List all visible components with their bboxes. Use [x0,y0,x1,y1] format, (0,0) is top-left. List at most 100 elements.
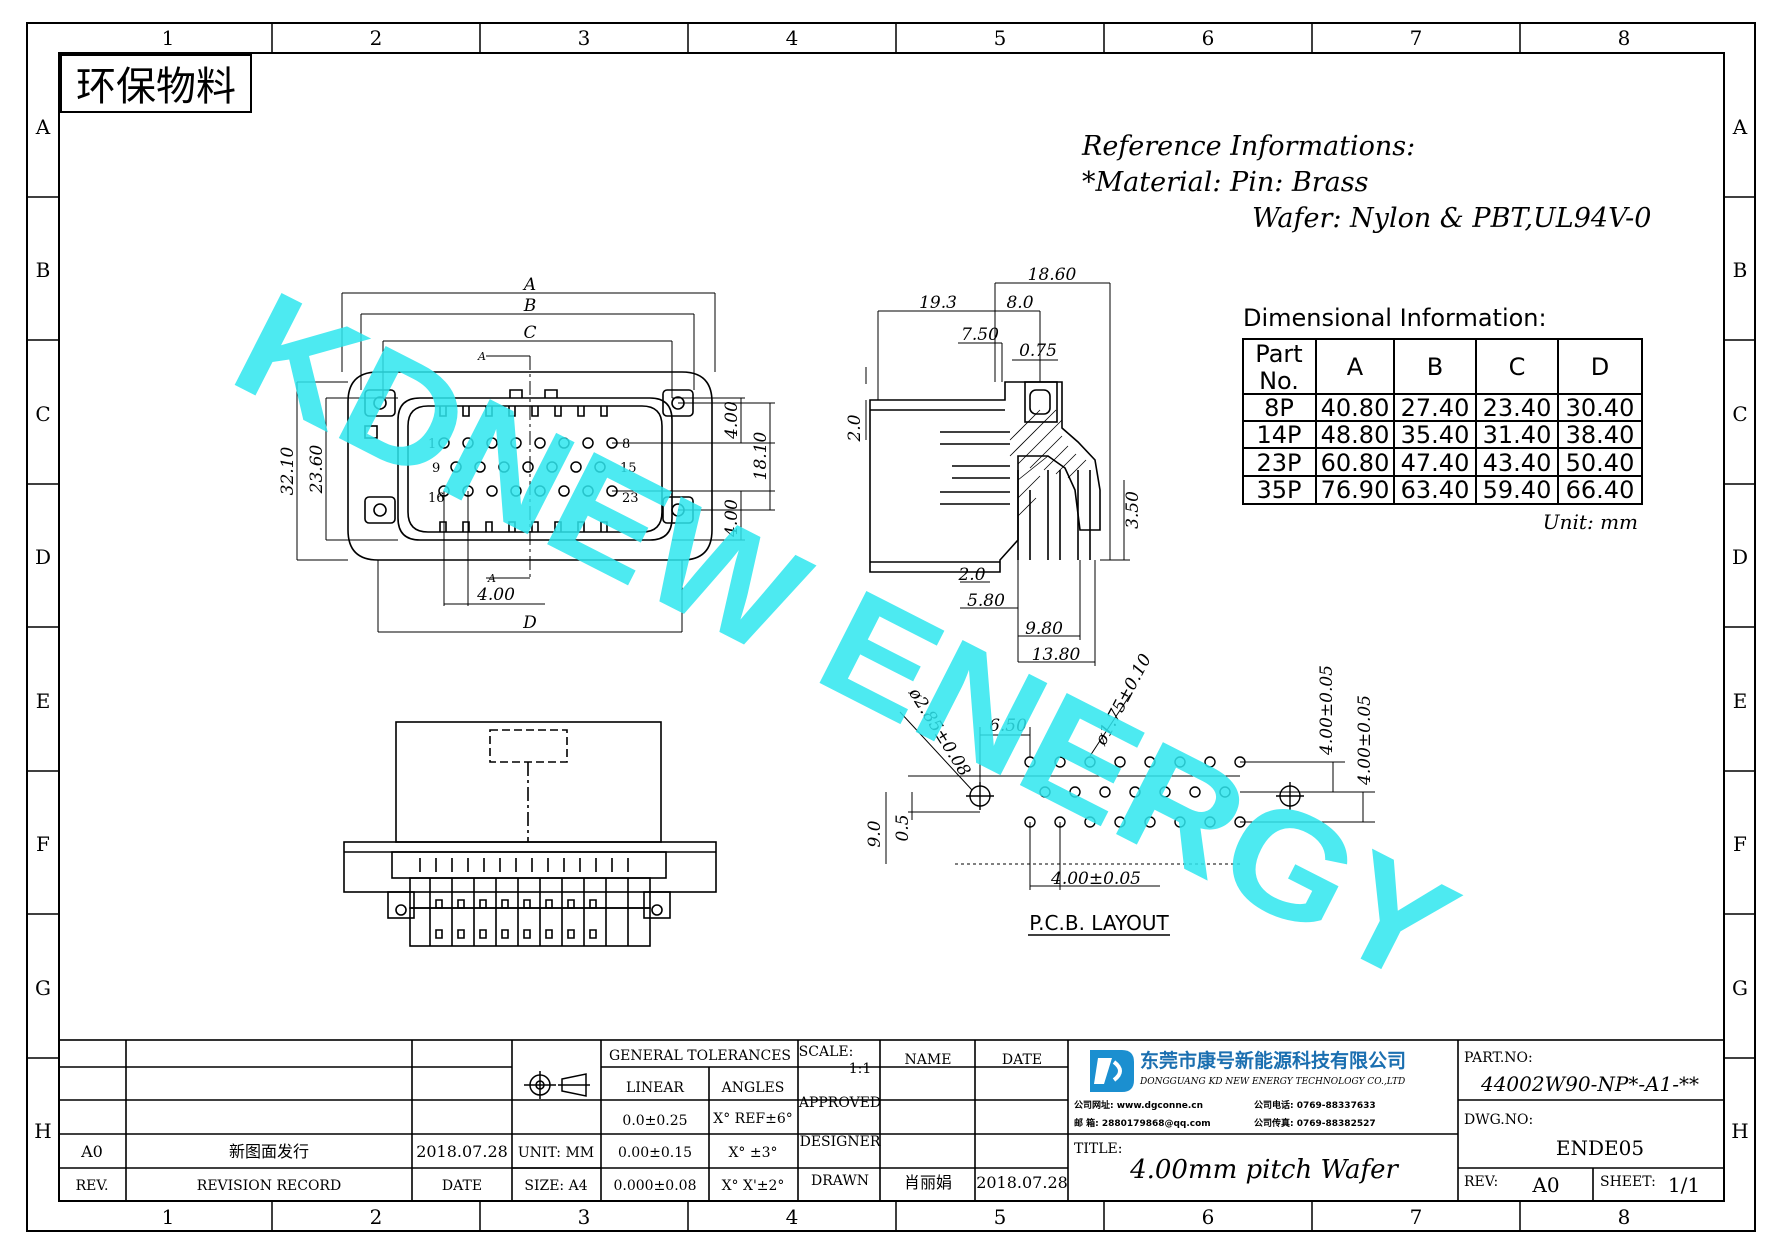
revision-record-label: REVISION RECORD [197,1178,341,1194]
linear-label: LINEAR [626,1080,684,1096]
company-name-en: DONGGUANG KD NEW ENERGY TECHNOLOGY CO.,L… [1139,1077,1405,1087]
pcb-d650: 6.50 [989,716,1027,736]
company-mail: 邮 箱: 2880179868@qq.com [1074,1117,1211,1129]
dim-cell: 30.40 [1566,394,1635,422]
rev-code: A0 [80,1142,103,1161]
dim-cell: 23.40 [1483,394,1552,422]
dwg-no-label: DWG.NO: [1464,1112,1533,1128]
rev-block-value: A0 [1531,1173,1559,1197]
pcb-layout [885,694,1375,936]
col-label: 6 [1202,1205,1215,1229]
drawn-label: DRAWN [811,1173,869,1189]
rev-desc: 新图面发行 [229,1142,309,1161]
rev-block-label: REV: [1464,1174,1498,1190]
env-label: 环保物料 [76,64,236,110]
dim-cell: 8P [1264,394,1294,422]
dimension-table: Dimensional Information: Part No. A B C … [1242,304,1643,534]
name-label: NAME [905,1052,952,1068]
section-label: A [487,572,496,585]
pcb-h1: 4.00±0.05 [1050,869,1141,889]
row-label: H [34,1119,51,1143]
row-label: E [1733,689,1748,713]
col-label: 8 [1618,1205,1631,1229]
col-label: 5 [994,1205,1007,1229]
front-view-dim-text: A B C D 4.00 A A 32.10 23.60 4.00 18.10 … [278,275,771,633]
reference-info: Reference Informations: *Material: Pin: … [1081,131,1651,234]
row-label: F [1733,832,1747,856]
company-site: 公司网址: www.dgconne.cn [1074,1099,1203,1111]
pin-label: 23 [622,491,639,506]
dim-d-label: D [522,613,537,633]
dim-3-50: 3.50 [1123,491,1143,529]
pcb-v1: 4.00±0.05 [1317,665,1337,756]
side-view [869,381,1101,573]
col-label: 4 [786,1205,799,1229]
drawn-name: 肖丽娟 [904,1173,952,1192]
col-label: 7 [1410,26,1423,50]
rev-date: 2018.07.28 [416,1142,508,1161]
dim-cell: 23P [1256,449,1301,477]
company-fax: 公司传真: 0769-88382527 [1254,1117,1376,1129]
tol-linear-2: 0.00±0.15 [618,1145,692,1161]
designer-label: DESIGNER [800,1134,881,1150]
row-label: B [36,258,51,282]
size-label: SIZE: A4 [524,1178,587,1194]
height-outer-label: 32.10 [278,446,298,495]
approved-label: APPROVED [798,1095,881,1111]
right-mid-label: 18.10 [751,431,771,480]
pcb-d05: 0.5 [893,814,913,841]
pin-label: 15 [620,461,637,476]
dim-cell: 66.40 [1566,476,1635,504]
col-label: 4 [786,26,799,50]
row-label: A [1732,115,1748,139]
dim-cell: 40.80 [1321,394,1390,422]
bottom-view [343,721,717,947]
reference-title: Reference Informations: [1081,131,1415,162]
company-logo-icon [1090,1050,1134,1092]
general-tolerances: GENERAL TOLERANCES [609,1048,791,1064]
env-label-box: 环保物料 [60,54,252,113]
pitch-label: 4.00 [476,585,515,605]
reference-wafer: Wafer: Nylon & PBT,UL94V-0 [1252,203,1651,234]
col-label: 3 [578,1205,591,1229]
dim-b-label: B [523,296,537,316]
sheet-label: SHEET: [1600,1174,1656,1190]
row-label: D [1732,545,1748,569]
dim-cell: 63.40 [1401,476,1470,504]
scale-label: SCALE: [799,1044,854,1060]
pin-label: 1 [428,437,436,452]
dim-8-0: 8.0 [1006,293,1033,313]
dim-cell: 35.40 [1401,421,1470,449]
col-label: 1 [162,1205,175,1229]
company-info: 东莞市康号新能源科技有限公司 DONGGUANG KD NEW ENERGY T… [1074,1049,1700,1197]
dim-cell: 50.40 [1566,449,1635,477]
reference-material: *Material: Pin: Brass [1082,167,1368,198]
title-label: TITLE: [1074,1141,1122,1157]
dim-header: C [1509,353,1526,381]
row-label: F [36,832,50,856]
sheet-value: 1/1 [1668,1173,1700,1197]
dim-5-80: 5.80 [967,591,1005,611]
row-label: G [1732,976,1748,1000]
dim-0-75: 0.75 [1019,341,1057,361]
dim-cell: 76.90 [1321,476,1390,504]
dim-c-label: C [523,323,536,343]
dim-2-0-v: 2.0 [845,414,865,442]
pcb-d90: 9.0 [865,820,885,847]
dim-cell: 43.40 [1483,449,1552,477]
col-label: 3 [578,26,591,50]
angles-label: ANGLES [721,1080,785,1096]
drawn-date: 2018.07.28 [976,1173,1068,1192]
date-label: DATE [442,1178,482,1194]
col-label: 2 [370,1205,383,1229]
dwg-no-value: ENDE05 [1556,1136,1644,1160]
row-label: B [1733,258,1748,282]
projection-symbol-icon [524,1071,590,1099]
part-no-value: 44002W90-NP*-A1-** [1480,1072,1699,1096]
company-tel: 公司电话: 0769-88337633 [1254,1099,1376,1111]
height-inner-label: 23.60 [307,444,327,494]
dim-header: No. [1259,367,1299,395]
dim-cell: 48.80 [1321,421,1390,449]
dim-7-50: 7.50 [961,325,999,345]
